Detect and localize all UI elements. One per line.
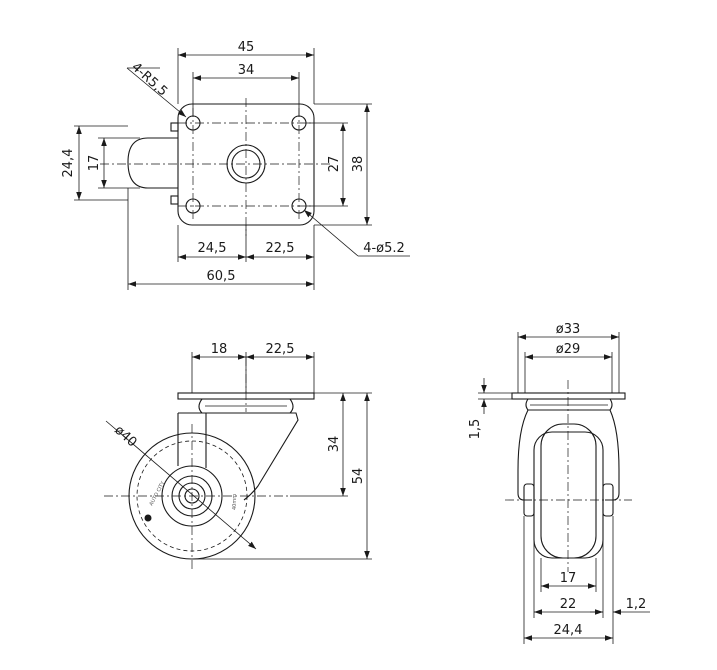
front-tire [540,423,597,559]
side-view: AUTO CITY 40mm 18 22,5 ø40 34 54 [104,342,372,570]
dim-plate-height: 38 [351,156,366,173]
dim-axle-height: 34 [327,436,342,453]
dim-total-height: 54 [351,468,366,485]
dim-offset-left: 24,5 [198,241,227,256]
dim-swivel-offset: 22,5 [266,342,295,357]
dim-plate-width: 45 [238,40,255,55]
top-view: 45 34 4-R5,5 24,4 17 27 38 24,5 22,5 4-ø… [61,40,410,290]
dim-bracket-inner: 17 [87,155,102,172]
fork-arm-right [605,409,620,501]
plate-tab-top [170,122,179,132]
dim-hole-spacing-y: 27 [327,156,342,173]
svg-text:AUTO CITY: AUTO CITY [148,480,166,507]
dim-bracket-height: 24,4 [61,149,76,178]
plate-tab-bottom [170,195,179,205]
dim-cap-offset: 1,2 [626,597,647,612]
dim-bearing-diameter: ø29 [556,342,581,357]
dim-hole-diameter: 4-ø5.2 [363,241,405,256]
fork-arm-left [517,409,532,501]
dim-wheel-width: 22 [560,597,577,612]
svg-text:40mm: 40mm [232,494,238,510]
dim-plate-thickness: 1,5 [468,419,483,440]
dim-offset-right: 22,5 [266,241,295,256]
fork-inner [177,413,207,468]
fork-bracket-outline [127,137,178,189]
front-bearing [525,398,613,411]
front-view: ø33 ø29 1,5 17 22 1,2 24,4 [468,322,650,644]
dim-axle-offset: 18 [211,342,228,357]
dim-tire-width: 17 [560,571,577,586]
front-plate [511,392,626,400]
fork-leg [206,412,299,501]
dim-outer-diameter: ø33 [556,322,581,337]
dim-hole-spacing-x: 34 [238,63,255,78]
front-wheel [533,431,604,559]
dim-overall-length: 60,5 [207,269,236,284]
dim-corner-radius: 4-R5,5 [128,60,170,100]
dim-overall-width: 24,4 [554,623,583,638]
